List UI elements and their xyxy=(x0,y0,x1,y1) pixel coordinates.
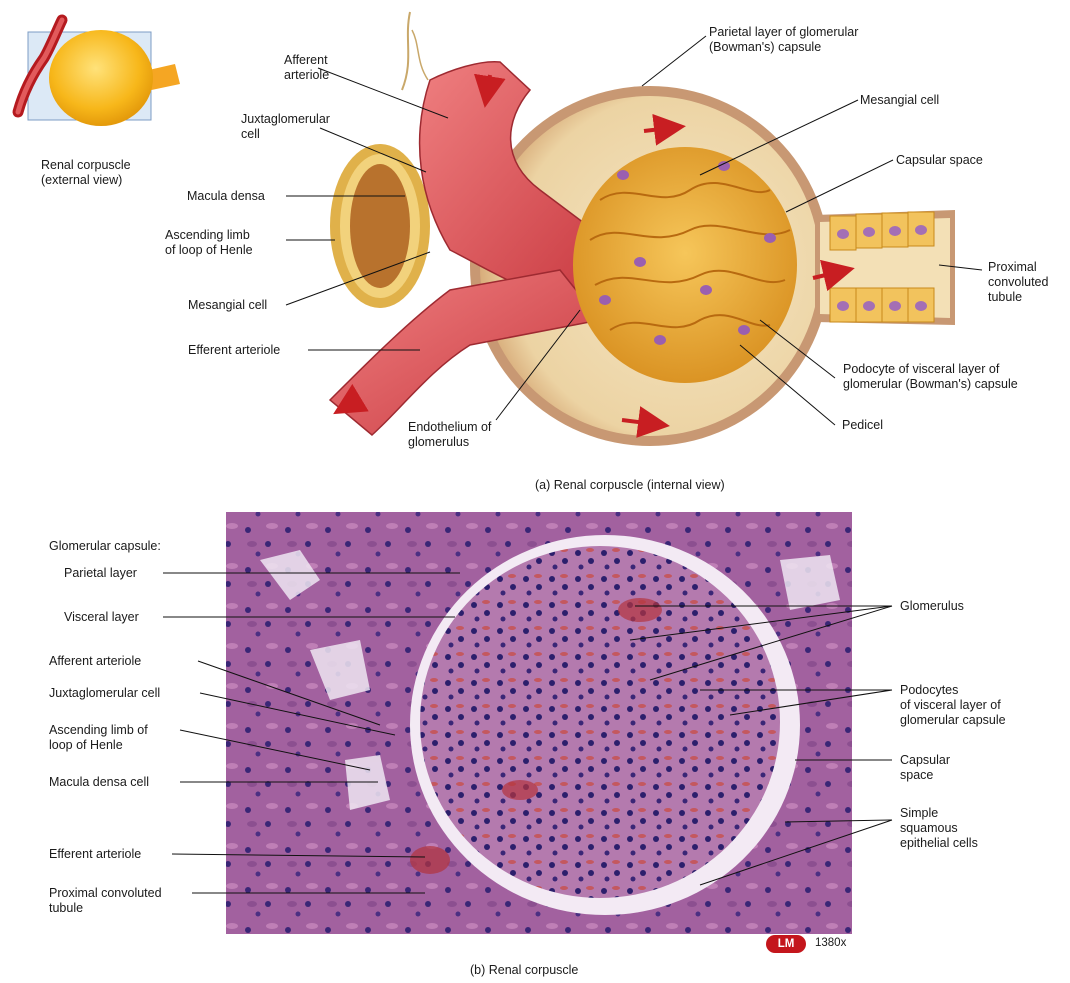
label-ascending-limb-bottom: Ascending limb of loop of Henle xyxy=(49,723,148,753)
caption-renal-corpuscle: (b) Renal corpuscle xyxy=(470,963,578,977)
label-capsular-space-bottom: Capsular space xyxy=(900,753,950,783)
label-simple-squamous: Simple squamous epithelial cells xyxy=(900,806,978,851)
glomerulus-section xyxy=(420,546,780,898)
magnification: 1380x xyxy=(815,937,846,949)
label-efferent-arteriole-bottom: Efferent arteriole xyxy=(49,847,141,862)
lm-badge: LM xyxy=(766,935,806,953)
label-visceral-layer: Visceral layer xyxy=(64,610,139,625)
label-macula-densa-cell: Macula densa cell xyxy=(49,775,149,790)
label-podocytes: Podocytes of visceral layer of glomerula… xyxy=(900,683,1006,728)
label-glomerular-capsule: Glomerular capsule: xyxy=(49,539,161,554)
label-proximal-tubule-bottom: Proximal convoluted tubule xyxy=(49,886,162,916)
label-parietal-layer-bottom: Parietal layer xyxy=(64,566,137,581)
label-glomerulus: Glomerulus xyxy=(900,599,964,614)
label-afferent-arteriole-bottom: Afferent arteriole xyxy=(49,654,141,669)
label-juxtaglomerular-cell-bottom: Juxtaglomerular cell xyxy=(49,686,160,701)
